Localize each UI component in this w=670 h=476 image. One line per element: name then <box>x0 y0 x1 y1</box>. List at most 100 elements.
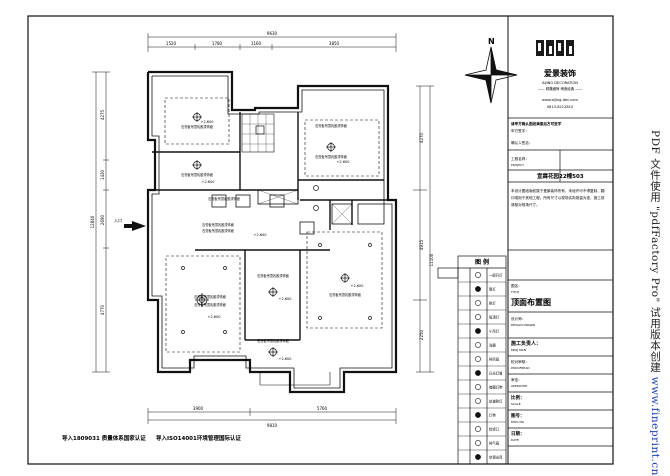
ceiling-level: +2.600 <box>351 284 364 288</box>
legend-symbol-icon <box>475 328 481 334</box>
project-label: 工程名称： <box>511 156 529 161</box>
legend-item-label: 暗藏灯带 <box>489 384 503 389</box>
dimension-left: 4275 <box>100 109 105 120</box>
reviewer-label: 校对审核： <box>511 359 529 364</box>
client-sign-label: 甲方签字： <box>511 128 529 133</box>
legend-item-label: 灯带 <box>489 412 496 417</box>
legend-item-label: 排气扇 <box>489 440 500 445</box>
watermark-prefix: PDF 文件使用 "pdfFactory Pro" 试用版本创建 <box>649 130 661 373</box>
company-name-en: AIJING DECORATION <box>542 81 578 85</box>
dimension-left: 2690 <box>100 214 105 225</box>
ceiling-note: 石膏板吊顶乳胶漆饰面 <box>315 123 347 128</box>
company-website: www.aijing-dec.com <box>542 98 578 102</box>
dimension-left: 1430 <box>100 169 105 180</box>
title-block-text: 爱景装饰 AIJING DECORATION—— 精雕细琢 缔造经典 —— www.… <box>510 68 605 442</box>
legend-rows: 图 例一般开灯筒灯射灯吸顶灯小吊灯浴霸排风扇日光灯管暗藏灯带轨道射灯灯带检修口排… <box>458 258 506 460</box>
legend-item-label: 检修口 <box>489 426 499 431</box>
legend-symbol-icon <box>475 398 481 404</box>
legend-symbol-icon <box>475 286 481 292</box>
ceiling-note: 石膏板吊顶乳胶漆饰面 <box>194 294 226 299</box>
manager-label: 施工负责人： <box>510 340 541 347</box>
ceiling-note: 石膏板吊顶乳胶漆饰面 <box>329 292 361 297</box>
entry-label: 入口 <box>114 218 122 223</box>
dimension-right: 11100 <box>429 253 434 266</box>
legend-symbol-icon <box>475 272 481 278</box>
watermark-link[interactable]: www.fineprint.cn <box>649 376 661 476</box>
legend-item-label: 射灯 <box>489 300 496 305</box>
ceiling-level: +2.600 <box>337 160 350 164</box>
dimension-left: 4770 <box>100 304 105 315</box>
dimension-top: 3850 <box>329 41 340 46</box>
footer-right-note: 导入ISO14001环境管理国际认证 <box>156 434 241 442</box>
ceiling-note: 石膏板吊顶乳胶漆饰面 <box>202 228 234 233</box>
reviewer-en: PROOFREAD <box>511 366 530 370</box>
north-arrow <box>464 46 518 104</box>
legend-title: 图 例 <box>475 258 489 266</box>
sheet-frame <box>27 15 614 465</box>
drawing-label: 图名： <box>511 283 522 288</box>
project-label-en: PROJECT <box>511 163 524 167</box>
legend-item-label: 一般开灯 <box>489 272 503 277</box>
dimension-bottom: 3900 <box>193 406 204 411</box>
legend-item-label: 轨道射灯 <box>489 398 503 403</box>
project-name: 宣霖花园22幢503 <box>537 172 584 180</box>
ceiling-note: 石膏板吊顶乳胶漆饰面 <box>208 196 240 201</box>
dimension-top: 1160 <box>251 41 262 46</box>
designer-label: 设计师： <box>511 316 525 321</box>
dimension-right: 4270 <box>419 132 424 143</box>
dimension-top: 9630 <box>267 31 278 36</box>
drawing-label-en: TITLE <box>510 290 519 294</box>
legend-symbol-icon <box>475 370 481 376</box>
approver-en: APPROVED <box>511 384 528 388</box>
ceiling-level: +2.600 <box>208 315 221 319</box>
company-slogan: —— 精雕细琢 缔造经典 —— <box>538 86 583 91</box>
drawing-no-label: 图号： <box>511 412 525 419</box>
dimension-top: 1780 <box>212 41 223 46</box>
ceiling-level: +2.600 <box>279 357 292 361</box>
ceiling-note: 石膏板吊顶乳胶漆饰面 <box>202 222 234 227</box>
legend-item-label: 日光灯管 <box>489 370 503 375</box>
dimension-left: 12840 <box>90 215 95 228</box>
company-name: 爱景装饰 <box>544 68 576 78</box>
footer-left-note: 导入1809031 质量体系国家认证 <box>62 434 146 442</box>
legend-item-label: 筒灯 <box>489 286 496 291</box>
legend-symbol-icon <box>475 384 481 390</box>
light-fixtures <box>181 112 372 357</box>
legend-symbol-icon <box>475 300 481 306</box>
pdf-watermark: PDF 文件使用 "pdfFactory Pro" 试用版本创建 www.fin… <box>633 130 663 476</box>
scale-en: SCALE <box>511 402 521 406</box>
ceiling-note: 石膏板吊顶乳胶漆饰面 <box>181 172 213 177</box>
ceiling-note: 石膏板吊顶乳胶漆饰面 <box>257 338 289 343</box>
approver-label: 审定： <box>511 377 522 382</box>
drawing-name: 顶面布置图 <box>511 297 551 307</box>
dimension-right: 2250 <box>419 329 424 340</box>
ceiling-level: +2.600 <box>254 233 267 237</box>
legend-symbol-icon <box>475 412 481 418</box>
company-logo <box>536 40 574 56</box>
legend-item-label: 小吊灯 <box>489 328 500 333</box>
ceiling-level: +2.600 <box>201 120 214 124</box>
date-en: DATE <box>511 438 519 442</box>
legend-symbol-icon <box>475 426 481 432</box>
ceiling-level: +2.600 <box>279 297 292 301</box>
client-confirm-label: 确认人签名： <box>511 140 533 145</box>
legend-item-label: 空调出风 <box>489 454 503 459</box>
ceiling-note: 石膏板吊顶乳胶漆饰面 <box>315 154 347 159</box>
legend-symbol-icon <box>475 342 481 348</box>
legend-symbol-icon <box>475 314 481 320</box>
copyright-note: 本设计图纸版权属于爱景装饰所有，未经许可不得复制、翻印或用于其他工程。所有尺寸以… <box>511 188 605 207</box>
manager-en: PROJ MAN <box>511 348 526 352</box>
legend-symbol-icon <box>475 440 481 446</box>
ceiling-note: 石膏板吊顶乳胶漆饰面 <box>181 124 213 129</box>
dimension-right: 4915 <box>419 239 424 250</box>
ceiling-level: +2.600 <box>202 180 215 184</box>
title-block <box>508 117 613 447</box>
company-phone: 0813-8212810 <box>547 105 574 109</box>
date-label: 日期： <box>511 430 525 437</box>
dimension-bottom: 9810 <box>267 423 278 428</box>
dimension-bottom: 5760 <box>317 406 328 411</box>
entry-arrow <box>132 221 146 231</box>
legend-symbol-icon <box>475 356 481 362</box>
